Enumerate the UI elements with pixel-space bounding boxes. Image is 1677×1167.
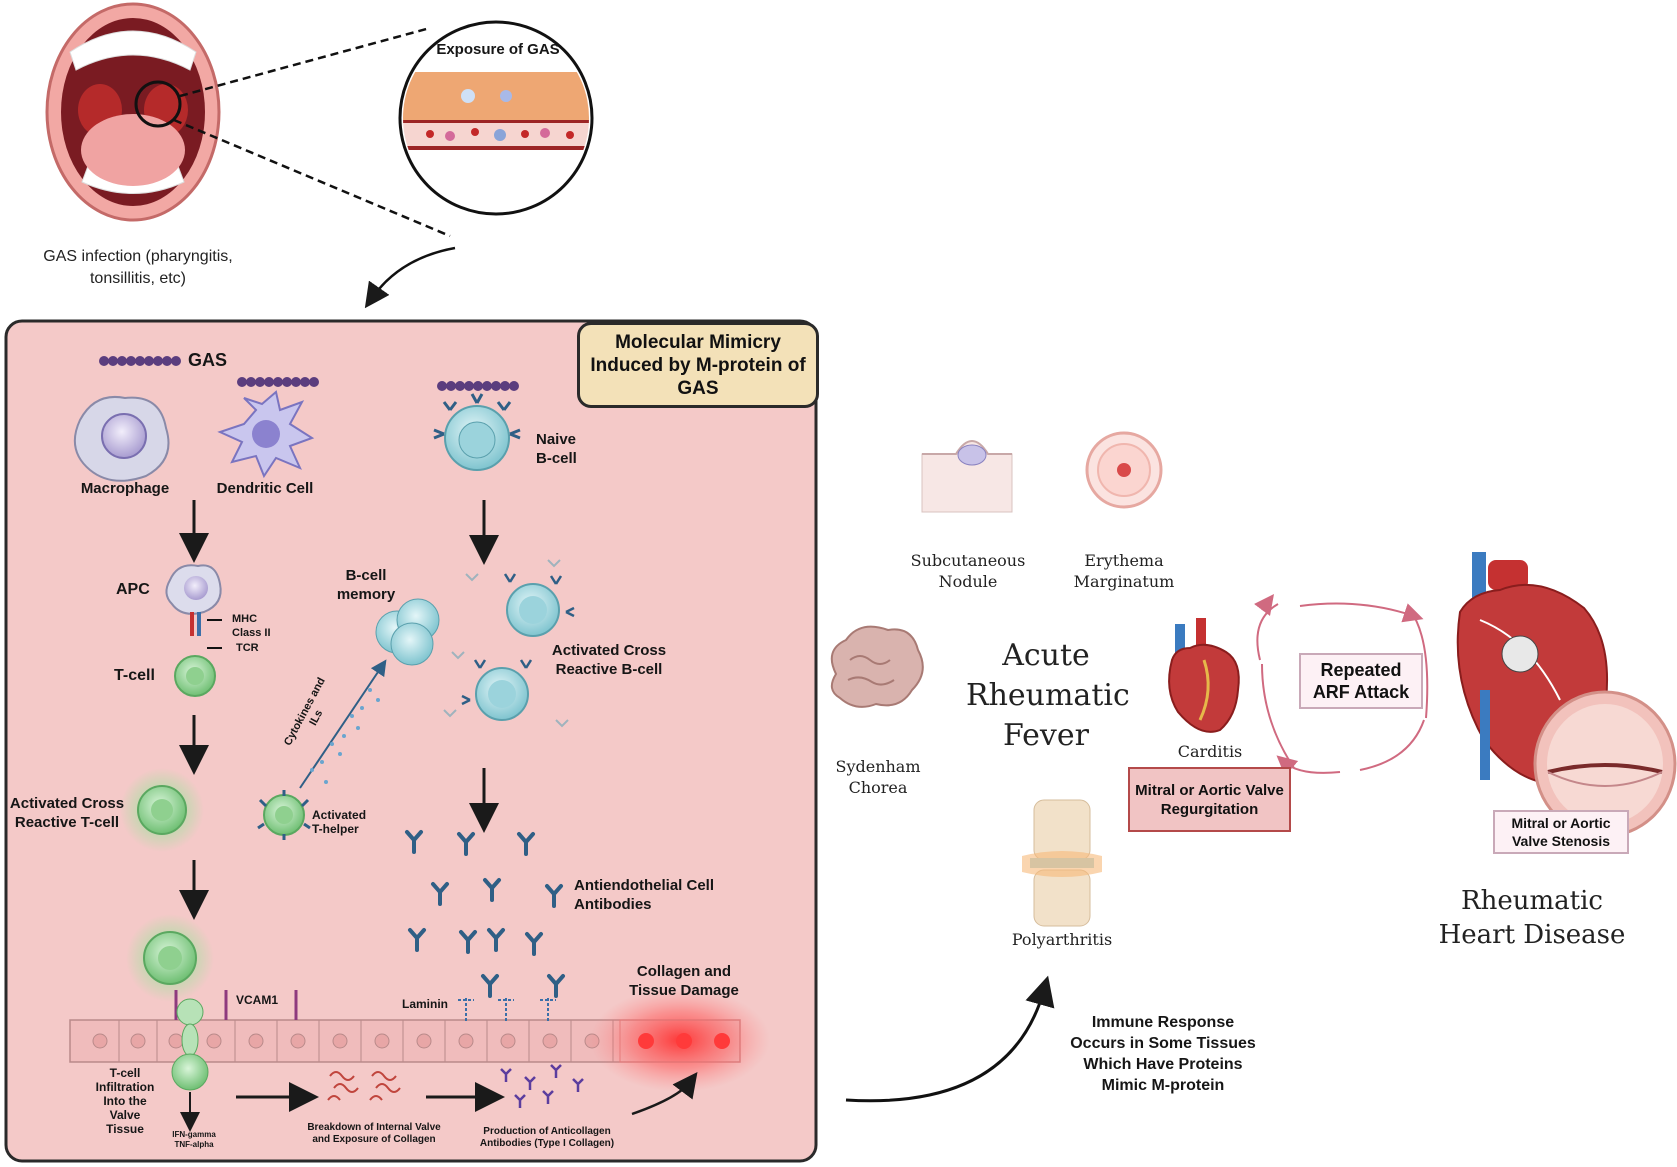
arf-title: Acute Rheumatic Fever bbox=[966, 638, 1130, 753]
rhd-title: Rheumatic Heart Disease bbox=[1438, 886, 1626, 950]
macrophage-cell bbox=[73, 396, 170, 482]
tcr-label: TCR bbox=[236, 642, 259, 654]
infection-to-panel-arrow bbox=[364, 246, 456, 309]
antiendothelial-antibodies bbox=[405, 830, 565, 998]
vcam-label: VCAM1 bbox=[236, 993, 279, 1007]
cytokine-arrow bbox=[299, 659, 387, 789]
repeated-attack-cycle bbox=[1254, 594, 1429, 777]
bmemory-label: B-cell memory bbox=[336, 567, 396, 603]
subcutaneous-nodule-illustration bbox=[921, 440, 1013, 513]
t-helper-cell bbox=[257, 790, 311, 840]
apc-label: APC bbox=[116, 581, 150, 598]
activated-t-cell bbox=[120, 768, 204, 852]
apc-tcell-complex bbox=[165, 564, 222, 697]
infection-caption: GAS infection (pharyngitis, tonsillitis,… bbox=[43, 248, 233, 287]
gas-chain-1 bbox=[99, 356, 181, 366]
gas-label: GAS bbox=[188, 350, 228, 370]
macrophage-label: Macrophage bbox=[80, 480, 170, 497]
breakdown-label: Breakdown of Internal Valve and Exposure… bbox=[307, 1122, 441, 1145]
tissue-damage-glow bbox=[590, 988, 770, 1092]
dendritic-cell bbox=[217, 390, 315, 479]
naive-b-cell bbox=[433, 393, 521, 471]
gas-chain-3 bbox=[437, 381, 519, 391]
naive-b-label: Naive B-cell bbox=[536, 431, 577, 467]
b-cell-memory bbox=[375, 598, 440, 666]
gas-chain-2 bbox=[237, 377, 319, 387]
erythema-marginatum-illustration bbox=[1085, 431, 1163, 509]
t-cell-infiltrating-tissue bbox=[171, 998, 209, 1132]
chorea-label: Sydenham Chorea bbox=[835, 757, 921, 797]
activated-t-label: Activated Cross Reactive T-cell bbox=[9, 795, 125, 831]
repeated-attack-box: Repeated ARF Attack bbox=[1299, 653, 1423, 709]
dendritic-label: Dendritic Cell bbox=[216, 480, 314, 497]
ifn-label: IFN-gamma TNF-alpha bbox=[172, 1130, 216, 1149]
laminin-markers bbox=[458, 998, 556, 1022]
stenosis-box: Mitral or Aortic Valve Stenosis bbox=[1493, 810, 1629, 854]
collagen-damage-label: Collagen and Tissue Damage bbox=[629, 963, 739, 999]
polyarthritis-label: Polyarthritis bbox=[1011, 930, 1113, 949]
immune-note: Immune Response Occurs in Some Tissues W… bbox=[1070, 1014, 1256, 1094]
activated-b-cells bbox=[443, 559, 575, 728]
anticollagen-antibodies bbox=[500, 1064, 584, 1108]
antiendo-label: Antiendothelial Cell Antibodies bbox=[574, 877, 715, 913]
tcell-label: T-cell bbox=[114, 667, 155, 684]
exposure-title: Exposure of GAS bbox=[436, 41, 560, 58]
nodule-label: Subcutaneous Nodule bbox=[910, 551, 1026, 591]
cytokine-dots bbox=[310, 688, 380, 784]
infiltration-label: T-cell Infiltration Into the Valve Tissu… bbox=[95, 1066, 155, 1136]
laminin-label: Laminin bbox=[402, 997, 449, 1011]
vcam1-markers bbox=[174, 990, 298, 1020]
panel-to-arf-arrow bbox=[845, 975, 1055, 1103]
mimicry-title-box: Molecular Mimicry Induced by M-protein o… bbox=[577, 322, 819, 408]
arrow-to-damage bbox=[631, 1072, 698, 1116]
polyarthritis-joint-illustration bbox=[1022, 799, 1102, 927]
collagen-fragments bbox=[327, 1071, 401, 1101]
carditis-label: Carditis bbox=[1177, 742, 1243, 761]
regurgitation-box: Mitral or Aortic Valve Regurgitation bbox=[1128, 767, 1291, 832]
brain-illustration bbox=[830, 625, 924, 708]
activated-b-label: Activated Cross Reactive B-cell bbox=[551, 642, 667, 678]
mhc-label: MHC Class II bbox=[232, 613, 271, 639]
carditis-heart-illustration bbox=[1168, 618, 1240, 733]
anticollagen-label: Production of Anticollagen Antibodies (T… bbox=[479, 1126, 615, 1149]
open-mouth-illustration bbox=[45, 2, 451, 238]
infiltrating-t-cell bbox=[126, 914, 214, 1002]
erythema-label: Erythema Marginatum bbox=[1073, 551, 1175, 591]
thelper-label: Activated T-helper bbox=[312, 808, 367, 836]
exposure-circle bbox=[398, 20, 594, 216]
